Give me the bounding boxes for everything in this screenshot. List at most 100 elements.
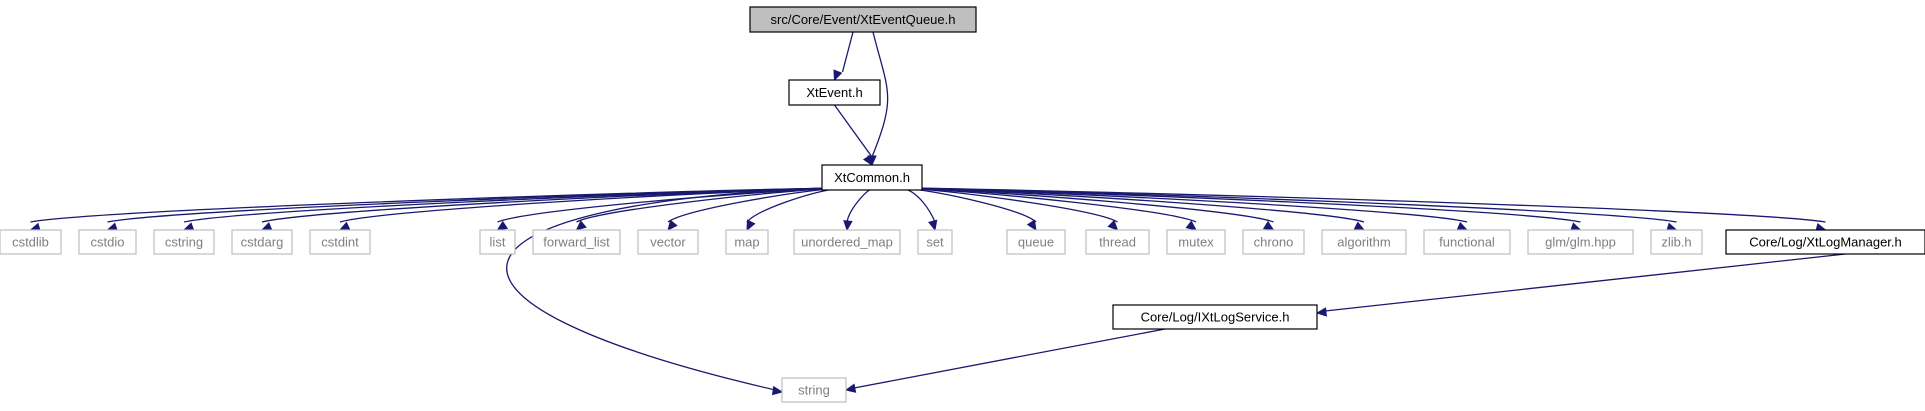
nodes-layer: src/Core/Event/XtEventQueue.hXtEvent.hXt… [0,6,1925,403]
node-box [1242,229,1305,255]
node-label: Core/Log/IXtLogService.h [1141,310,1290,325]
node-box [788,79,881,106]
node-label: cstdint [321,235,359,250]
arrowhead [1262,220,1275,231]
node-label: cstdlib [12,235,49,250]
node-label: vector [650,235,686,250]
node-box [1321,229,1407,255]
node-glm[interactable]: glm/glm.hpp [1527,229,1634,255]
node-box [749,6,977,33]
node-box [725,229,769,255]
node-label: thread [1099,235,1136,250]
node-cstdarg[interactable]: cstdarg [231,229,293,255]
node-map[interactable]: map [725,229,769,255]
edge-xtcommon-to-glm [909,187,1582,232]
node-cstdlib[interactable]: cstdlib [0,229,62,255]
node-box [78,229,137,255]
node-box [1527,229,1634,255]
node-root[interactable]: src/Core/Event/XtEventQueue.h [749,6,977,33]
node-label: algorithm [1337,235,1390,250]
edge-xtcommon-to-vector [667,187,841,231]
arrowhead [843,220,853,232]
node-box [479,229,516,255]
node-box [1650,229,1703,255]
node-cstdio[interactable]: cstdio [78,229,137,255]
arrowhead [1026,219,1037,232]
node-box [917,229,953,255]
node-algorithm[interactable]: algorithm [1321,229,1407,255]
arrowhead [746,219,756,232]
node-box [1085,229,1150,255]
node-xtcommon[interactable]: XtCommon.h [821,164,923,191]
arrowhead [1185,220,1197,231]
edge-xtcommon-to-unordered-map [843,189,870,232]
node-unordered-map[interactable]: unordered_map [793,229,901,255]
node-queue[interactable]: queue [1006,229,1066,255]
node-box [0,229,62,255]
edge-xtcommon-to-cstdlib [29,187,834,232]
node-zlib[interactable]: zlib.h [1650,229,1703,255]
node-box [1725,229,1925,255]
node-logmanager[interactable]: Core/Log/XtLogManager.h [1725,229,1925,255]
node-box [1423,229,1511,255]
node-box [637,229,699,255]
node-box [1112,304,1318,330]
node-label: string [798,383,830,398]
arrowhead [496,220,509,231]
node-thread[interactable]: thread [1085,229,1150,255]
node-label: list [490,235,506,250]
node-list[interactable]: list [479,229,516,255]
arrowhead [862,154,873,167]
node-label: queue [1018,235,1054,250]
node-vector[interactable]: vector [637,229,699,255]
node-set[interactable]: set [917,229,953,255]
node-label: forward_list [543,235,610,250]
edge-root-to-xtevent [833,31,854,82]
node-string[interactable]: string [781,377,847,403]
node-label: set [926,235,944,250]
arrowhead [1353,221,1366,231]
arrowhead [667,219,678,231]
arrowhead [260,221,273,231]
node-forward-list[interactable]: forward_list [532,229,621,255]
node-box [793,229,901,255]
node-label: functional [1439,235,1495,250]
node-chrono[interactable]: chrono [1242,229,1305,255]
edges-layer [29,31,1846,396]
node-mutex[interactable]: mutex [1166,229,1226,255]
edge-xtcommon-to-string [506,186,853,396]
node-box [1166,229,1226,255]
edge-xtcommon-to-list [496,187,839,231]
node-logservice[interactable]: Core/Log/IXtLogService.h [1112,304,1318,330]
edge-xtcommon-to-forward-list [575,187,840,231]
node-label: mutex [1178,235,1214,250]
node-box [1006,229,1066,255]
node-functional[interactable]: functional [1423,229,1511,255]
node-label: src/Core/Event/XtEventQueue.h [771,12,956,27]
node-label: cstdio [91,235,125,250]
arrowhead [1107,219,1119,231]
node-label: glm/glm.hpp [1545,235,1616,250]
arrowhead [575,220,587,231]
node-cstdint[interactable]: cstdint [309,229,371,255]
node-box [532,229,621,255]
node-box [821,164,923,191]
node-label: zlib.h [1661,235,1691,250]
node-label: XtCommon.h [834,170,910,185]
edge-xtcommon-to-set [902,187,938,232]
node-box [231,229,293,255]
node-label: map [734,235,759,250]
node-box [153,229,215,255]
node-label: Core/Log/XtLogManager.h [1749,235,1902,250]
node-cstring[interactable]: cstring [153,229,215,255]
arrowhead [844,383,857,393]
node-xtevent[interactable]: XtEvent.h [788,79,881,106]
arrowhead [338,221,351,231]
node-box [781,377,847,403]
node-label: XtEvent.h [806,85,862,100]
edge-logservice-to-string [844,328,1166,393]
node-label: cstring [165,235,203,250]
edge-xtevent-to-xtcommon [833,104,873,167]
arrowhead [1456,221,1469,231]
